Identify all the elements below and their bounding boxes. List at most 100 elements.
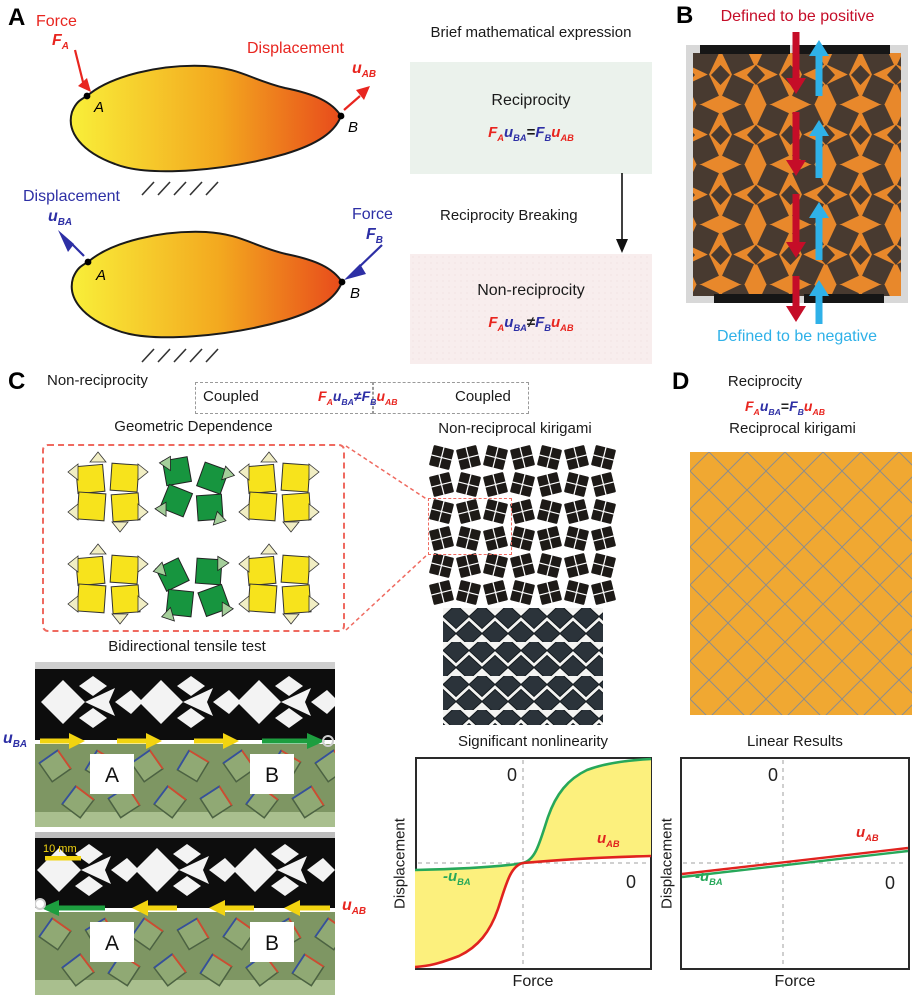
neg-uba-curve: [415, 757, 652, 872]
fa-arrow-head: [78, 78, 91, 92]
fb-label: FB: [366, 226, 383, 247]
uab-label-top: uAB: [352, 60, 377, 81]
scale-bar-text: 10 mm: [43, 843, 77, 855]
fa-label: FA: [52, 32, 69, 53]
reciprocity-label: Reciprocity: [491, 92, 571, 109]
uba-label-bottom: uBA: [48, 208, 73, 229]
fb-arrow-head: [344, 264, 366, 280]
nonreciprocal-kirigami-title: Non-reciprocal kirigami: [438, 420, 592, 437]
linear-title: Linear Results: [747, 733, 843, 750]
reciprocity-formula: FAuBA=FBuAB: [488, 124, 574, 143]
chart1-ylabel: Displacement: [391, 818, 409, 909]
coupled-formula: FAuBA≠FBuAB: [318, 388, 398, 407]
chart1-uab-label: uAB: [597, 830, 620, 849]
photo2-a-box: [90, 922, 134, 962]
panel-b-arrows: [786, 32, 829, 324]
nonreciprocity-box: Non-reciprocity FAuBA≠FBuAB: [410, 254, 652, 364]
point-b-text-bottom: B: [350, 285, 360, 302]
coupled-label-right: Coupled: [455, 388, 511, 405]
nonreciprocity-gap-fill: [415, 759, 651, 967]
linear-chart: 0 0: [680, 757, 910, 970]
photo2-b-box: [250, 922, 294, 962]
tensile-title: Bidirectional tensile test: [108, 638, 266, 655]
panel-d-label: D: [672, 368, 690, 395]
uba-photo-label: uBA: [3, 730, 28, 751]
photo1-b-box: [250, 754, 294, 794]
photo1-a-text: A: [105, 764, 119, 787]
reciprocal-kirigami-title: Reciprocal kirigami: [729, 420, 856, 437]
positive-label: Defined to be positive: [720, 8, 875, 25]
point-b-dot-bottom: [338, 278, 346, 286]
chart1-zero-top: 0: [507, 765, 517, 785]
point-b-dot-top: [337, 112, 345, 120]
black-kirigami-pattern: [428, 444, 616, 606]
uab-arrow-head: [356, 86, 370, 100]
zoom-region-box: [428, 498, 512, 555]
geometric-dependence-box: [42, 444, 345, 632]
negative-label: Defined to be negative: [716, 328, 878, 345]
kirigami-3d-photo: [443, 608, 603, 725]
photo1-a-box: [90, 754, 134, 794]
reciprocity-box: Reciprocity FAuBA=FBuAB: [410, 62, 652, 174]
force-label-bottom: Force: [352, 206, 393, 223]
reciprocal-diamond-pattern: [690, 452, 912, 715]
chart1-neg-uba-label: -uBA: [443, 868, 471, 887]
uab-line: [681, 846, 909, 876]
breaking-arrow: [616, 173, 628, 253]
point-a-text-top: A: [93, 99, 104, 116]
tensile-photo-2: 10 mm A B: [35, 832, 335, 995]
chart2-uab-label: uAB: [856, 824, 879, 843]
chart1-xlabel: Force: [512, 973, 554, 990]
chart2-xlabel: Force: [774, 973, 816, 990]
photo1-b-text: B: [265, 764, 279, 787]
unit-cell-diagram: [67, 451, 320, 626]
clamp-strips: [700, 45, 890, 303]
ground-hatch-top: [141, 181, 219, 196]
scale-bar: [45, 856, 81, 861]
photo2-a-text: A: [105, 932, 119, 955]
uab-arrow: [343, 95, 361, 111]
negative-arrows-up: [809, 40, 829, 324]
photo2-b-text: B: [265, 932, 279, 955]
coupled-box-right: [373, 382, 529, 414]
chart2-zero-top: 0: [768, 765, 778, 785]
uba-arrow-head: [58, 230, 74, 252]
panel-c-title: Non-reciprocity: [47, 372, 148, 389]
force-label-top: Force: [36, 13, 77, 30]
chart2-zero-right: 0: [885, 873, 895, 893]
panel-a-label: A: [8, 4, 26, 31]
displacement-label-top: Displacement: [247, 40, 344, 57]
blob-diagram-bottom: A B: [58, 230, 383, 363]
panel-d-title: Reciprocity: [727, 373, 803, 390]
nonreciprocity-label: Non-reciprocity: [477, 282, 585, 299]
panel-c-label: C: [8, 368, 26, 395]
photo1-arrows-right: [40, 733, 334, 749]
elastic-body-top: [69, 64, 343, 173]
zoom-connector-lines: [345, 445, 429, 631]
coupled-box-left: [195, 382, 373, 414]
math-expression-title: Brief mathematical expression: [430, 24, 632, 41]
tensile-photo-1: A B: [35, 662, 335, 827]
panel-b-label: B: [676, 2, 694, 29]
breaking-label: Reciprocity Breaking: [440, 207, 578, 224]
geometric-title: Geometric Dependence: [114, 418, 273, 435]
nonreciprocity-formula: FAuBA≠FBuAB: [488, 314, 574, 333]
fa-arrow: [73, 49, 86, 87]
nonlinear-chart: 0 0: [415, 757, 652, 970]
point-a-dot-top: [83, 92, 91, 100]
chart2-ylabel: Displacement: [658, 818, 676, 909]
nonlinearity-title: Significant nonlinearity: [457, 733, 609, 750]
point-a-text-bottom: A: [95, 267, 106, 284]
ground-hatch-bottom: [141, 348, 219, 363]
displacement-label-bottom: Displacement: [23, 188, 120, 205]
positive-arrows-down: [786, 32, 806, 322]
uab-photo-label: uAB: [342, 897, 367, 918]
point-b-text-top: B: [348, 119, 358, 136]
point-a-dot-bottom: [84, 258, 92, 266]
panel-d-formula: FAuBA=FBuAB: [744, 398, 826, 417]
chart2-neg-uba-label: -uBA: [695, 868, 723, 887]
photo2-arrows-left: [35, 898, 330, 916]
coupled-label-left: Coupled: [203, 388, 259, 405]
chart1-zero-right: 0: [626, 872, 636, 892]
